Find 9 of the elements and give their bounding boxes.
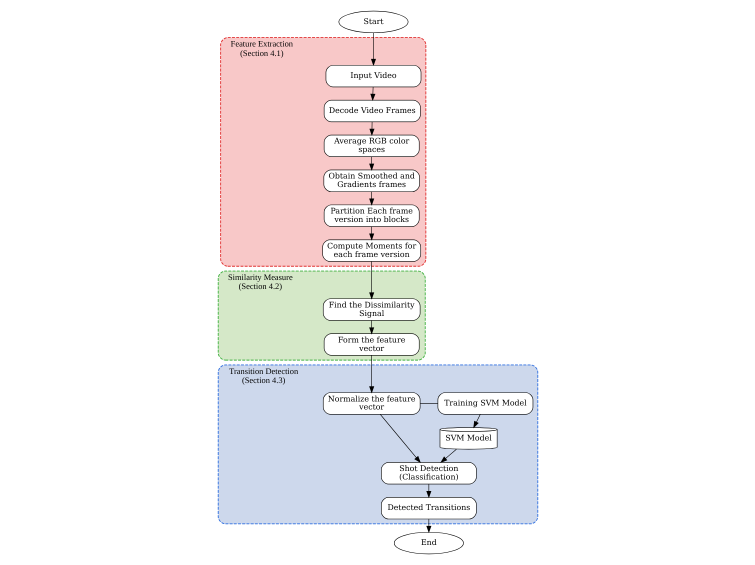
arrow xyxy=(370,86,375,102)
arrow xyxy=(368,261,374,300)
arrow xyxy=(440,448,456,464)
arrow xyxy=(472,414,480,428)
arrow xyxy=(380,414,420,464)
connector xyxy=(420,403,438,404)
arrow xyxy=(368,355,374,394)
arrow xyxy=(370,32,376,66)
arrow xyxy=(368,122,374,136)
